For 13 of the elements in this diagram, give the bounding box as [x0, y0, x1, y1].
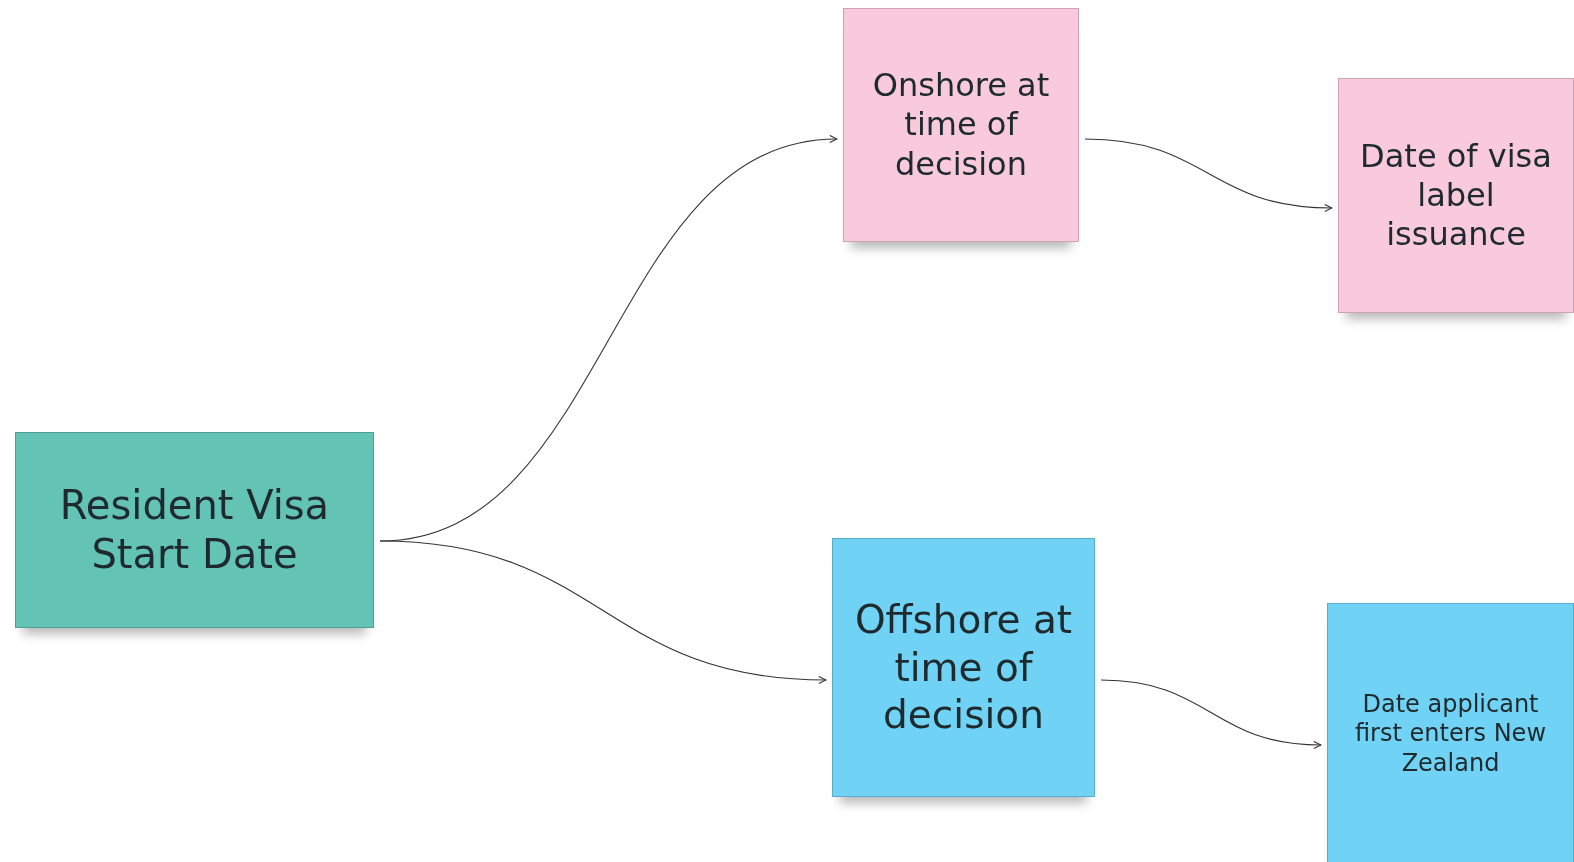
note-text: Resident Visa Start Date: [58, 481, 331, 579]
sticky-note: [15, 432, 374, 628]
curved-arrow: [1084, 138, 1333, 212]
note-text: Offshore at time of decision: [853, 596, 1074, 739]
sticky-note: [832, 538, 1095, 797]
sticky-note: [1327, 603, 1574, 862]
curved-arrow: [379, 540, 827, 684]
note-text: Date applicant first enters New Zealand: [1354, 690, 1547, 778]
curved-arrow: [1100, 679, 1322, 749]
sticky-note: [843, 8, 1079, 242]
sticky-note: [1338, 78, 1574, 313]
note-text: Onshore at time of decision: [871, 66, 1051, 184]
note-text: Date of visa label issuance: [1359, 136, 1553, 255]
